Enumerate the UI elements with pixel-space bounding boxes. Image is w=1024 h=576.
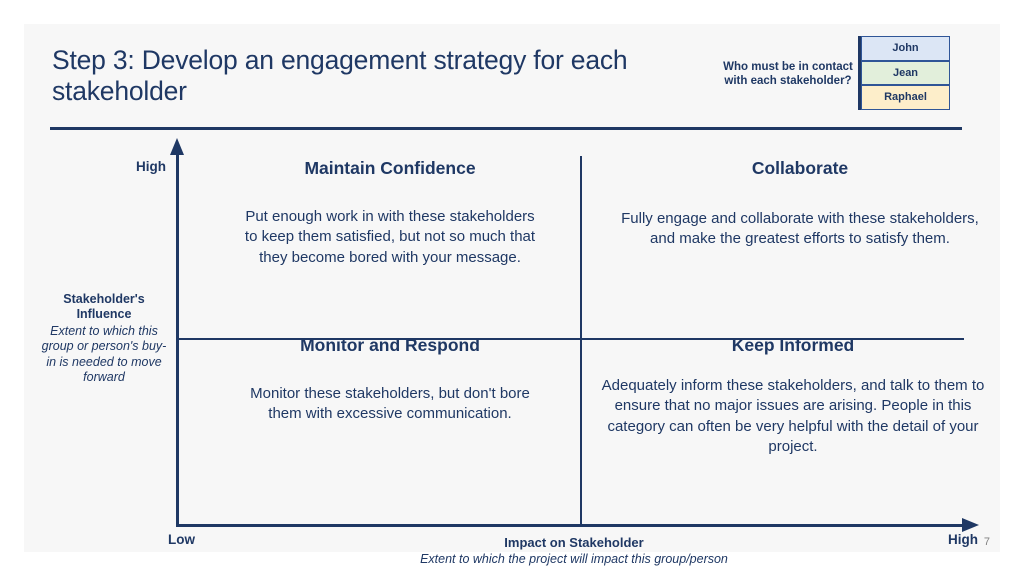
slide-canvas: Step 3: Develop an engagement strategy f… (24, 24, 1000, 566)
y-axis-label-block: Stakeholder's Influence Extent to which … (38, 292, 170, 386)
x-axis-title: Impact on Stakeholder (504, 535, 644, 550)
quadrant-title: Collaborate (751, 158, 849, 178)
matrix-horizontal-divider (178, 338, 964, 340)
legend-item-jean: Jean (861, 60, 950, 85)
quadrant-body: Adequately inform these stakeholders, an… (601, 377, 985, 456)
legend-item-raphael: Raphael (861, 85, 950, 110)
y-axis-line (176, 154, 179, 526)
quadrant-maintain-confidence: Maintain Confidence Put enough work in w… (240, 158, 540, 268)
quadrant-title: Maintain Confidence (304, 158, 476, 178)
quadrant-body: Monitor these stakeholders, but don't bo… (250, 385, 530, 423)
legend-question: Who must be in contact with each stakeho… (723, 61, 853, 88)
page-number: 7 (983, 536, 990, 548)
y-axis-high-label: High (136, 159, 166, 174)
y-axis-subtitle: Extent to which this group or person's b… (41, 323, 167, 385)
matrix-vertical-divider (580, 156, 582, 525)
title-divider (50, 127, 962, 130)
quadrant-title: Keep Informed (731, 335, 855, 355)
y-axis-low-label: Low (168, 532, 195, 547)
legend-item-john: John (861, 36, 950, 61)
legend-bracket (858, 36, 861, 110)
quadrant-keep-informed: Keep Informed Adequately inform these st… (598, 335, 988, 458)
quadrant-body: Fully engage and collaborate with these … (621, 210, 979, 248)
x-axis-high-label: High (948, 532, 978, 547)
quadrant-body: Put enough work in with these stakeholde… (244, 208, 536, 266)
quadrant-monitor-and-respond: Monitor and Respond Monitor these stakeh… (240, 335, 540, 425)
quadrant-title: Monitor and Respond (300, 335, 480, 355)
y-axis-arrow-icon (170, 138, 184, 155)
legend: Who must be in contact with each stakeho… (718, 34, 950, 114)
quadrant-collaborate: Collaborate Fully engage and collaborate… (610, 158, 990, 250)
x-axis-label-block: Impact on Stakeholder Extent to which th… (364, 535, 784, 566)
x-axis-arrow-icon (962, 518, 979, 532)
x-axis-subtitle: Extent to which the project will impact … (420, 552, 728, 566)
y-axis-title: Stakeholder's Influence (63, 292, 145, 322)
page-title: Step 3: Develop an engagement strategy f… (52, 45, 628, 107)
x-axis-line (176, 524, 966, 527)
